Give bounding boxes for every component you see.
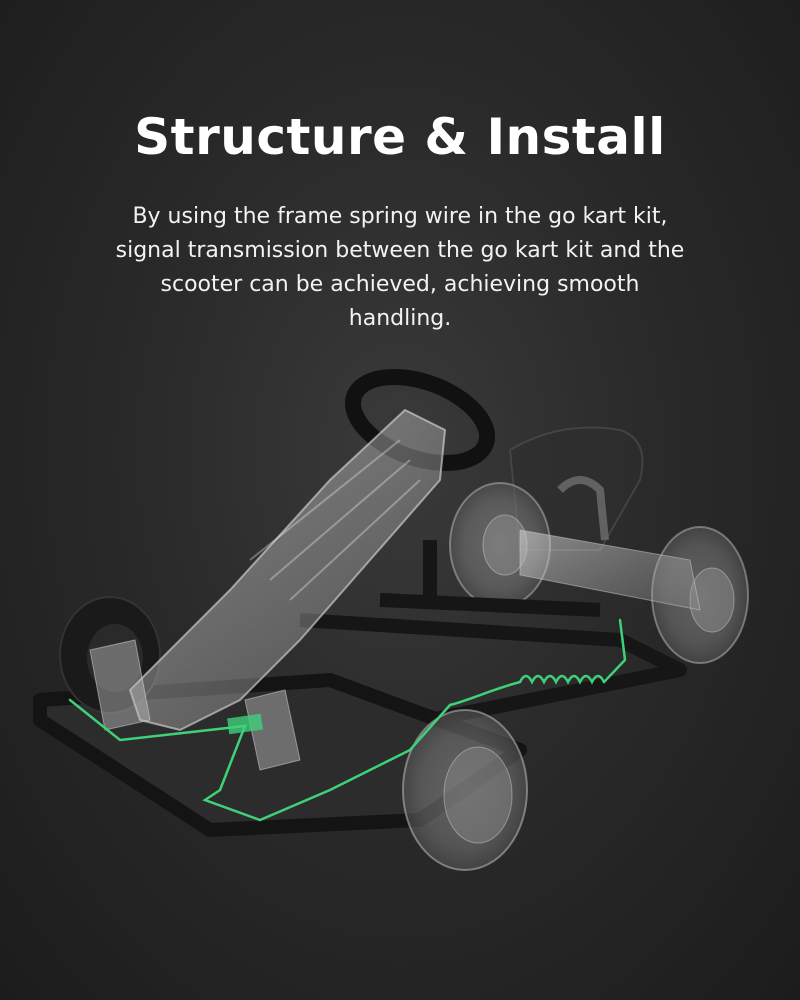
signal-wire	[68, 618, 627, 822]
controller-module	[227, 713, 263, 735]
rear-axle-body	[519, 476, 701, 611]
front-right-wheel	[402, 709, 528, 871]
kart-body	[128, 408, 447, 732]
description-text: By using the frame spring wire in the go…	[115, 204, 685, 331]
go-kart-illustration	[33, 369, 749, 871]
page-title: Structure & Install	[134, 108, 666, 166]
pedals	[89, 639, 301, 771]
